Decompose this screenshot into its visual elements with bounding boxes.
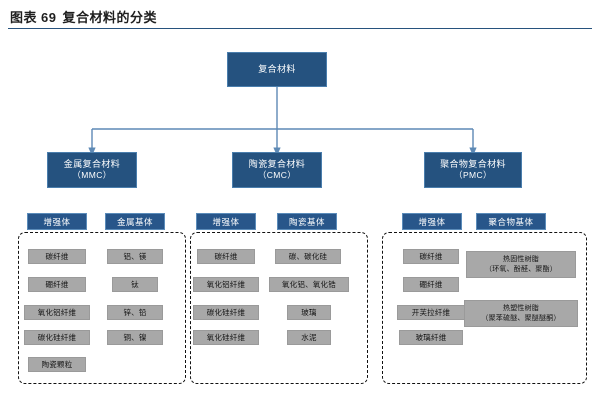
group-frame-pmc xyxy=(382,232,587,384)
leaf-item[interactable]: 铝、镁 xyxy=(107,249,163,264)
label: 锌、铅 xyxy=(123,307,147,317)
label: 硼纤维 xyxy=(45,279,69,289)
node-mmc-abbr: （MMC） xyxy=(72,170,112,181)
node-pmc[interactable]: 聚合物复合材料 （PMC） xyxy=(424,152,522,188)
leaf-item[interactable]: 氧化硅纤维 xyxy=(193,330,259,345)
label: 水泥 xyxy=(301,332,317,342)
label-line1: 热固性树脂 xyxy=(503,256,539,264)
label: 氧化铝、氧化锆 xyxy=(282,279,336,289)
label: 玻璃纤维 xyxy=(415,332,447,342)
label: 碳纤维 xyxy=(45,251,69,261)
node-pmc-label: 聚合物复合材料 xyxy=(440,159,506,170)
label: 增强体 xyxy=(43,216,71,227)
leaf-item[interactable]: 水泥 xyxy=(287,330,331,345)
label-line1: 热塑性树脂 xyxy=(503,305,539,313)
node-root-label: 复合材料 xyxy=(258,63,296,74)
leaf-item[interactable]: 铜、镍 xyxy=(107,330,163,345)
leaf-item[interactable]: 锌、铅 xyxy=(107,305,163,320)
node-cmc[interactable]: 陶瓷复合材料 （CMC） xyxy=(232,152,322,188)
label: 陶瓷颗粒 xyxy=(41,359,73,369)
label: 增强体 xyxy=(418,216,446,227)
label: 碳、碳化硅 xyxy=(288,251,328,261)
group-frame-mmc xyxy=(18,232,186,384)
leaf-item[interactable]: 开芙拉纤维 xyxy=(397,305,465,320)
leaf-item[interactable]: 碳纤维 xyxy=(197,249,255,264)
label-line2: （环氧、酚醛、聚酯） xyxy=(485,265,557,273)
label: 玻璃 xyxy=(301,307,317,317)
node-mmc[interactable]: 金属复合材料 （MMC） xyxy=(47,152,137,188)
label: 开芙拉纤维 xyxy=(411,307,451,317)
node-cmc-label: 陶瓷复合材料 xyxy=(248,159,306,170)
node-mmc-label: 金属复合材料 xyxy=(63,159,121,170)
leaf-item[interactable]: 硼纤维 xyxy=(403,277,459,292)
label: 碳化硅纤维 xyxy=(206,307,246,317)
leaf-item[interactable]: 碳纤维 xyxy=(28,249,86,264)
label: 硼纤维 xyxy=(419,279,443,289)
column-header-mmc-matrix[interactable]: 金属基体 xyxy=(105,213,165,230)
group-frame-cmc xyxy=(190,232,368,384)
node-cmc-abbr: （CMC） xyxy=(257,170,297,181)
label: 钛 xyxy=(131,279,139,289)
leaf-item[interactable]: 氧化铝纤维 xyxy=(24,305,90,320)
leaf-item[interactable]: 钛 xyxy=(112,277,158,292)
label: 碳纤维 xyxy=(419,251,443,261)
label: 氧化铝纤维 xyxy=(37,307,77,317)
label: 碳纤维 xyxy=(214,251,238,261)
label-line2: （聚苯硫醚、聚醚醚酮） xyxy=(481,314,561,322)
label: 氧化铝纤维 xyxy=(206,279,246,289)
leaf-item[interactable]: 玻璃纤维 xyxy=(399,330,463,345)
label: 铝、镁 xyxy=(123,251,147,261)
node-pmc-abbr: （PMC） xyxy=(454,170,492,181)
label: 碳化硅纤维 xyxy=(37,332,77,342)
leaf-item[interactable]: 碳、碳化硅 xyxy=(275,249,341,264)
column-header-pmc-reinforcement[interactable]: 增强体 xyxy=(402,213,462,230)
leaf-item[interactable]: 氧化铝、氧化锆 xyxy=(269,277,349,292)
leaf-item[interactable]: 碳化硅纤维 xyxy=(193,305,259,320)
node-root[interactable]: 复合材料 xyxy=(227,52,327,87)
header-divider xyxy=(8,28,592,29)
leaf-item[interactable]: 硼纤维 xyxy=(28,277,86,292)
label: 金属基体 xyxy=(116,216,153,227)
leaf-item[interactable]: 碳化硅纤维 xyxy=(24,330,90,345)
label: 陶瓷基体 xyxy=(288,216,325,227)
column-header-pmc-matrix[interactable]: 聚合物基体 xyxy=(476,213,546,230)
header-label: 图表 xyxy=(10,10,38,25)
column-header-cmc-reinforcement[interactable]: 增强体 xyxy=(196,213,256,230)
label: 增强体 xyxy=(212,216,240,227)
header-number: 69 xyxy=(41,10,57,25)
label: 铜、镍 xyxy=(123,332,147,342)
leaf-item[interactable]: 陶瓷颗粒 xyxy=(28,357,86,372)
leaf-item[interactable]: 氧化铝纤维 xyxy=(193,277,259,292)
leaf-item[interactable]: 碳纤维 xyxy=(403,249,459,264)
label: 氧化硅纤维 xyxy=(206,332,246,342)
leaf-item[interactable]: 热固性树脂 （环氧、酚醛、聚酯） xyxy=(466,251,576,278)
leaf-item[interactable]: 玻璃 xyxy=(287,305,331,320)
column-header-mmc-reinforcement[interactable]: 增强体 xyxy=(27,213,87,230)
column-header-cmc-matrix[interactable]: 陶瓷基体 xyxy=(277,213,337,230)
label: 聚合物基体 xyxy=(488,216,534,227)
leaf-item[interactable]: 热塑性树脂 （聚苯硫醚、聚醚醚酮） xyxy=(464,300,578,327)
header-title: 复合材料的分类 xyxy=(62,10,157,25)
